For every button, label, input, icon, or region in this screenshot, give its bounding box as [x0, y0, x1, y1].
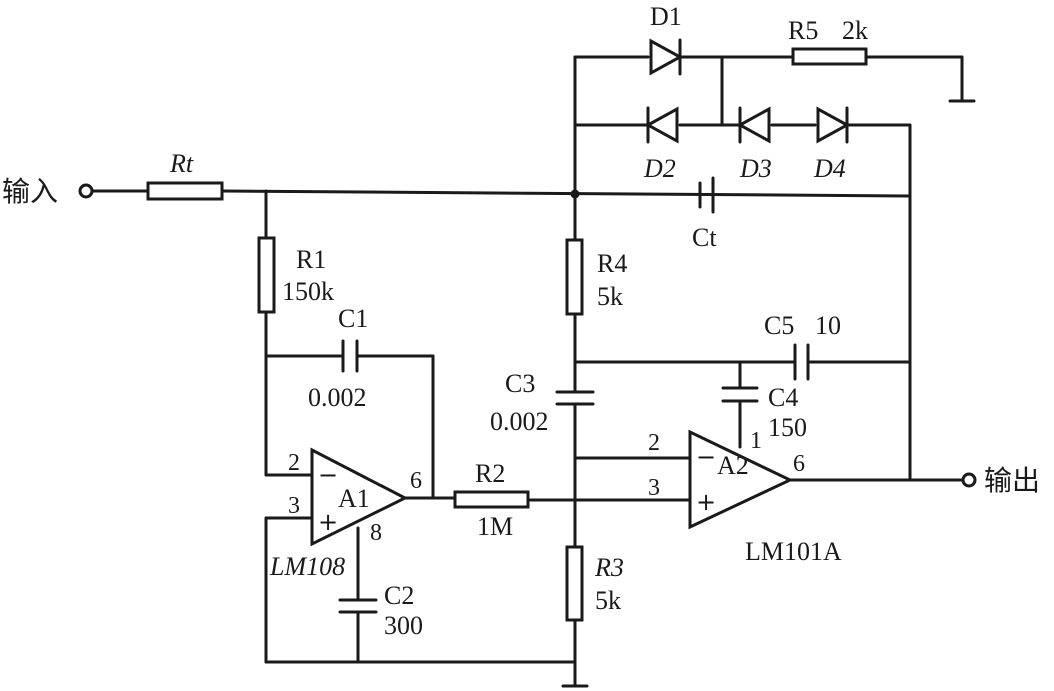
wires [91, 55, 964, 687]
capacitor-c4: C4 150 [721, 383, 807, 442]
resistor-r1: R1 150k [257, 236, 334, 314]
junctions [570, 189, 580, 199]
capacitor-c2-value: 300 [384, 611, 423, 640]
input-terminal: 输入 [2, 175, 94, 208]
opamp-a2-pin-3: 3 [648, 475, 660, 501]
capacitor-ct: Ct [692, 176, 717, 252]
opamp-a1-minus: − [318, 461, 338, 489]
capacitor-c3-value: 0.002 [490, 407, 549, 436]
resistor-r1-label: R1 [296, 245, 326, 274]
opamp-a1-pin-2: 2 [288, 450, 300, 476]
resistor-rt-label: Rt [169, 149, 194, 178]
output-terminal: 输出 [961, 464, 1040, 497]
resistor-r3-value: 5k [595, 586, 621, 615]
capacitor-c4-label: C4 [768, 383, 798, 412]
resistor-r2: R2 1M [453, 459, 530, 541]
opamp-a1-plus: + [318, 508, 338, 536]
opamp-a1-part: LM108 [269, 552, 345, 581]
opamp-a1-pin-6: 6 [410, 468, 422, 494]
diode-d4-label: D4 [813, 154, 846, 183]
resistor-r2-label: R2 [475, 459, 505, 488]
diode-d2: D2 [643, 106, 679, 183]
capacitor-ct-label: Ct [692, 223, 717, 252]
diode-d2-label: D2 [643, 154, 676, 183]
capacitor-c3: C3 0.002 [490, 369, 595, 436]
resistor-r5-value: 2k [842, 16, 868, 45]
capacitor-c4-value: 150 [768, 413, 807, 442]
diode-d3: D3 [736, 106, 772, 183]
diode-d1: D1 [649, 2, 684, 76]
opamp-a1-name: A1 [338, 484, 370, 513]
opamp-a2-part: LM101A [745, 537, 842, 566]
opamp-a1-pin-3: 3 [288, 493, 300, 519]
capacitor-c1-label: C1 [338, 304, 368, 333]
resistor-r4-value: 5k [597, 282, 623, 311]
opamp-a1: − + A1 2 3 6 8 LM108 [269, 447, 422, 581]
opamp-a2-name: A2 [717, 451, 749, 480]
capacitor-c5-label: C5 [764, 311, 794, 340]
capacitor-c1: C1 0.002 [308, 304, 368, 412]
resistor-r5-label: R5 [788, 16, 818, 45]
opamp-a2-pin-2: 2 [648, 430, 660, 456]
resistor-r2-value: 1M [477, 512, 513, 541]
diode-d3-label: D3 [739, 154, 772, 183]
resistor-r4: R4 5k [565, 238, 627, 316]
opamp-a2: − + A2 2 3 6 1 LM101A [648, 428, 842, 566]
diode-d4: D4 [813, 106, 851, 183]
opamp-a2-minus: − [696, 443, 716, 471]
diode-d1-label: D1 [650, 2, 682, 31]
input-label: 输入 [2, 175, 58, 208]
opamp-a2-plus: + [696, 488, 716, 516]
resistor-r5: R5 2k [788, 16, 868, 66]
resistor-r3: R3 5k [565, 545, 624, 622]
resistor-rt: Rt [146, 149, 224, 201]
capacitor-c3-label: C3 [505, 369, 535, 398]
opamp-a2-pin-1: 1 [750, 428, 762, 454]
resistor-r3-label: R3 [594, 553, 624, 582]
opamp-a1-pin-8: 8 [370, 520, 382, 546]
resistor-r4-label: R4 [597, 249, 627, 278]
opamp-a2-pin-6: 6 [793, 451, 805, 477]
capacitor-c5: C5 10 [764, 311, 841, 381]
output-label: 输出 [984, 464, 1040, 497]
capacitor-c5-value: 10 [815, 311, 841, 340]
capacitor-c2-label: C2 [384, 581, 414, 610]
resistor-r1-value: 150k [282, 277, 334, 306]
capacitor-c1-value: 0.002 [308, 383, 367, 412]
capacitor-c2: C2 300 [338, 581, 423, 640]
